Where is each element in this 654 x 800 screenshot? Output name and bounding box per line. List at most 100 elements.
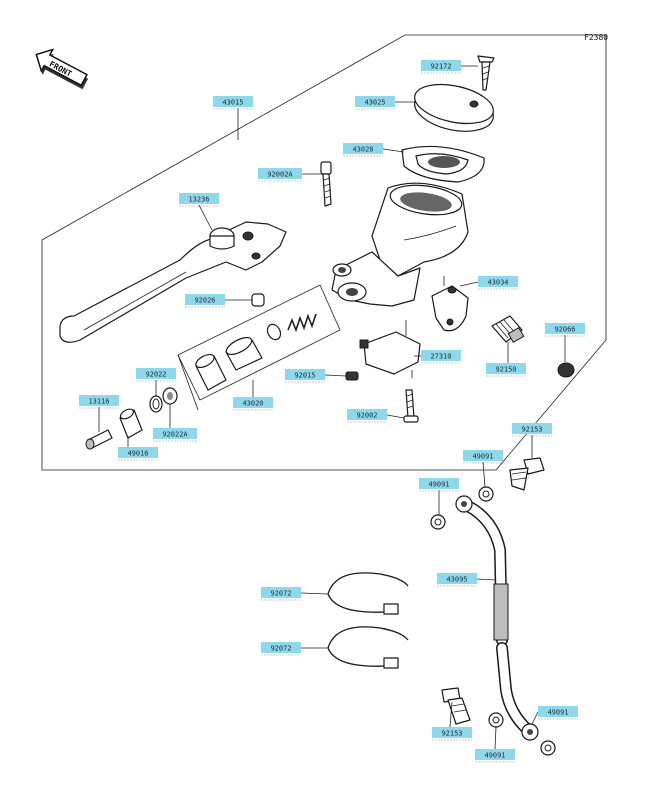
part-label-p-92002[interactable]: 92002 bbox=[347, 409, 387, 423]
sealing-washer-c-part bbox=[488, 712, 504, 728]
part-code: 92072 bbox=[270, 590, 291, 598]
part-code: 92015 bbox=[294, 372, 315, 380]
cap-screw-part bbox=[477, 55, 495, 91]
part-label-p-49016[interactable]: 49016 bbox=[118, 447, 158, 461]
circlip-part bbox=[149, 395, 163, 413]
part-label-box bbox=[153, 428, 197, 439]
part-label-p-43034[interactable]: 43034 bbox=[478, 276, 518, 290]
leader-p-49091-d bbox=[494, 726, 497, 750]
part-label-p-27310[interactable]: 27310 bbox=[421, 350, 461, 364]
part-label-p-43025[interactable]: 43025 bbox=[355, 96, 395, 110]
part-label-box bbox=[136, 368, 176, 379]
part-code: 49091 bbox=[472, 453, 493, 461]
part-label-box bbox=[285, 369, 325, 380]
washer-part bbox=[162, 387, 178, 405]
part-label-p-92066[interactable]: 92066 bbox=[545, 323, 585, 337]
bolt-lower-part bbox=[403, 389, 419, 423]
part-label-p-92026[interactable]: 92026 bbox=[185, 294, 225, 308]
part-label-box bbox=[486, 363, 526, 374]
part-label-box bbox=[475, 749, 515, 760]
leader-p-43034 bbox=[459, 281, 479, 287]
part-code: 92072 bbox=[270, 645, 291, 653]
part-label-p-92022[interactable]: 92022 bbox=[136, 368, 176, 382]
bleeder-cap-part bbox=[557, 362, 575, 378]
part-label-p-49091-c[interactable]: 49091 bbox=[538, 706, 578, 720]
part-label-box bbox=[261, 642, 301, 653]
part-label-box bbox=[421, 350, 461, 361]
part-code: 43015 bbox=[222, 99, 243, 107]
nut-part bbox=[345, 371, 359, 381]
part-label-box bbox=[478, 276, 518, 287]
leader-p-92002 bbox=[386, 414, 405, 419]
piston-kit-boundary bbox=[177, 284, 341, 401]
part-code: 92022A bbox=[162, 431, 188, 439]
part-label-p-43095[interactable]: 43095 bbox=[437, 573, 477, 587]
part-label-box bbox=[118, 447, 158, 458]
part-code: 92002 bbox=[356, 412, 377, 420]
part-label-p-92153-bot[interactable]: 92153 bbox=[432, 727, 472, 741]
part-label-p-43015[interactable]: 43015 bbox=[213, 96, 253, 110]
part-label-p-92022a[interactable]: 92022A bbox=[153, 428, 197, 442]
sealing-washer-d-part bbox=[540, 740, 556, 756]
part-label-p-43028[interactable]: 43028 bbox=[343, 143, 383, 157]
part-label-p-13236[interactable]: 13236 bbox=[179, 193, 219, 207]
part-label-p-43020[interactable]: 43020 bbox=[233, 397, 273, 411]
part-label-p-92153-top[interactable]: 92153 bbox=[512, 423, 552, 437]
part-label-box bbox=[79, 395, 119, 406]
return-spring-part bbox=[287, 313, 317, 333]
part-code: 92002A bbox=[267, 171, 293, 179]
bolt-upper-part bbox=[320, 161, 332, 207]
leader-p-49091-c bbox=[531, 711, 539, 725]
leader-p-92015 bbox=[324, 374, 347, 377]
part-label-p-49091-d[interactable]: 49091 bbox=[475, 749, 515, 763]
part-label-box bbox=[419, 478, 459, 489]
part-label-box bbox=[421, 60, 461, 71]
dust-boot-part bbox=[119, 408, 143, 439]
part-label-box bbox=[261, 587, 301, 598]
part-label-p-92072-b[interactable]: 92072 bbox=[261, 642, 301, 656]
part-label-p-49091-a[interactable]: 49091 bbox=[463, 450, 503, 464]
bleeder-valve-part bbox=[491, 315, 525, 344]
hose-clamp-b-part bbox=[327, 626, 409, 669]
part-label-box bbox=[432, 727, 472, 738]
part-label-box bbox=[233, 397, 273, 408]
part-label-box bbox=[355, 96, 395, 107]
part-code: 92066 bbox=[554, 326, 575, 334]
part-code: 49091 bbox=[484, 752, 505, 760]
part-label-p-49091-b[interactable]: 49091 bbox=[419, 478, 459, 492]
part-label-p-92002a[interactable]: 92002A bbox=[258, 168, 302, 182]
leader-lines bbox=[98, 65, 566, 750]
part-label-box bbox=[347, 409, 387, 420]
part-label-box bbox=[258, 168, 302, 179]
piston-assembly-part bbox=[195, 323, 282, 391]
leader-p-92072-a bbox=[300, 592, 329, 595]
part-label-box bbox=[545, 323, 585, 334]
part-label-p-92172[interactable]: 92172 bbox=[421, 60, 461, 74]
master-cylinder-body-part bbox=[331, 182, 469, 307]
part-code: 43020 bbox=[242, 400, 263, 408]
part-code: 92150 bbox=[495, 366, 516, 374]
reservoir-cap-part bbox=[414, 83, 494, 132]
part-label-p-13116[interactable]: 13116 bbox=[79, 395, 119, 409]
part-code: 43025 bbox=[364, 99, 385, 107]
part-label-p-92150[interactable]: 92150 bbox=[486, 363, 526, 377]
part-code: 49091 bbox=[547, 709, 568, 717]
part-code: 92153 bbox=[441, 730, 462, 738]
part-label-p-92015[interactable]: 92015 bbox=[285, 369, 325, 383]
banjo-bolt-upper-part bbox=[509, 457, 545, 491]
part-label-box bbox=[185, 294, 225, 305]
part-label-p-92072-a[interactable]: 92072 bbox=[261, 587, 301, 601]
part-code: 13116 bbox=[88, 398, 109, 406]
assembly-boundary bbox=[41, 34, 607, 471]
part-code: 43095 bbox=[446, 576, 467, 584]
pushrod-part bbox=[85, 429, 113, 450]
leader-p-43028 bbox=[382, 148, 405, 153]
part-labels: 92172 43015 43025 43028 92002A 13236 43034 9202… bbox=[79, 60, 585, 763]
part-code: 13236 bbox=[188, 196, 209, 204]
part-code: 43034 bbox=[487, 279, 508, 287]
hose-clamp-a-part bbox=[327, 572, 409, 615]
collar-part bbox=[251, 293, 265, 307]
clutch-switch-part bbox=[359, 320, 421, 378]
part-label-box bbox=[538, 706, 578, 717]
